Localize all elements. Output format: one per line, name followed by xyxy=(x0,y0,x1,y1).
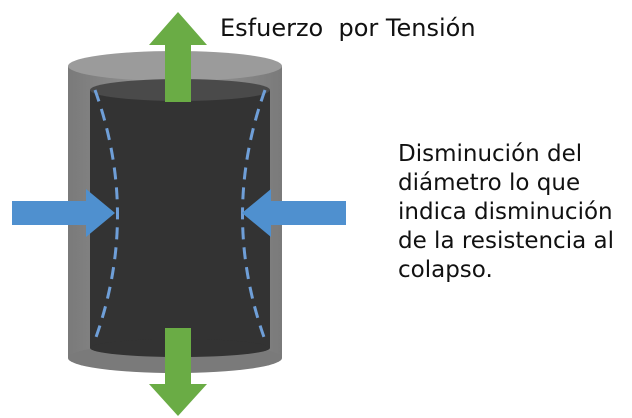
tension-label: Esfuerzo por Tensión xyxy=(220,14,476,42)
necking-outline-right xyxy=(241,89,267,341)
description-line: de la resistencia al xyxy=(398,228,614,254)
diameter-reduction-description: Disminución del diámetro lo que indica d… xyxy=(398,140,630,285)
tension-arrow-up-icon xyxy=(149,12,207,102)
cylinder-core xyxy=(90,90,270,348)
necking-outline-left xyxy=(93,89,119,341)
compression-arrow-left-icon xyxy=(12,189,115,237)
description-line: indica disminución xyxy=(398,199,613,225)
description-line: diámetro lo que xyxy=(398,170,581,196)
tension-arrow-down-icon xyxy=(149,328,207,416)
compression-arrow-right-icon xyxy=(242,189,346,237)
description-line: Disminución del xyxy=(398,141,583,167)
description-line: colapso. xyxy=(398,257,493,283)
